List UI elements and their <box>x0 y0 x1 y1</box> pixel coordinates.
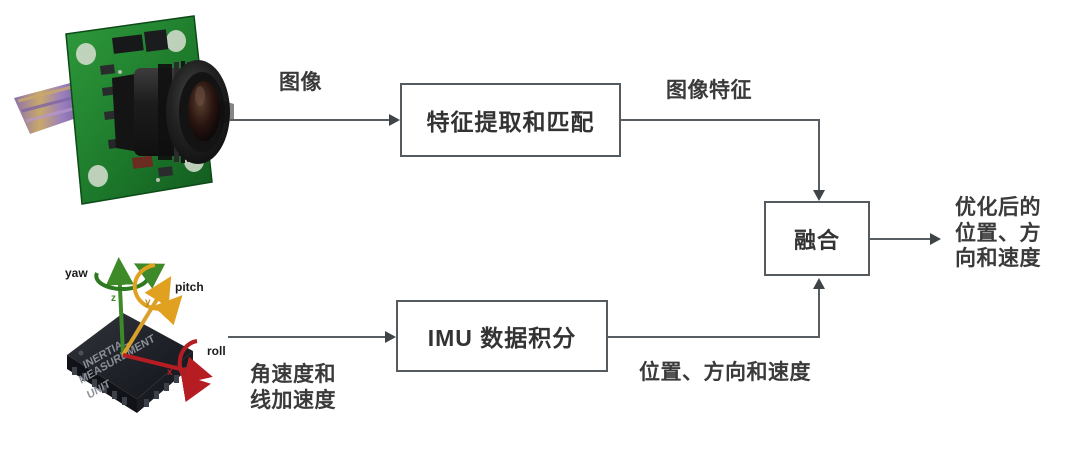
edge-imu-sensor-to-box <box>228 336 386 338</box>
edge-feature-to-fusion-arrowhead <box>813 190 825 201</box>
imu-pitch-label: pitch <box>175 280 204 294</box>
edge-fusion-output-arrowhead <box>930 233 941 245</box>
edge-feature-to-fusion-vertical <box>818 119 820 193</box>
camera-ribbon-cable <box>14 82 88 134</box>
edge-fusion-output <box>870 238 932 240</box>
imu-z-label: z <box>111 293 116 304</box>
edge-camera-to-feature <box>230 119 390 121</box>
imu-y-label: y <box>145 297 151 308</box>
imu-axis-arrows <box>94 257 213 403</box>
edge-imu-sensor-to-box-arrowhead <box>385 331 396 343</box>
edge-camera-to-feature-arrowhead <box>389 114 400 126</box>
imu-chip-photo: INERTIAL MEASUREMENT UNIT yaw pitch roll… <box>65 257 226 413</box>
edge-feature-to-fusion-horizontal <box>621 119 820 121</box>
feature-extraction-box[interactable]: 特征提取和匹配 <box>400 83 621 157</box>
edge-label-image-features: 图像特征 <box>666 79 752 102</box>
imu-roll-label: roll <box>207 344 226 358</box>
edge-label-angular-linear: 角速度和 线加速度 <box>250 363 336 412</box>
edge-imu-to-fusion-arrowhead <box>813 278 825 289</box>
edge-label-pose-velocity: 位置、方向和速度 <box>639 361 811 384</box>
edge-label-image: 图像 <box>279 71 322 94</box>
edge-imu-to-fusion-vertical <box>818 286 820 336</box>
imu-integration-box[interactable]: IMU 数据积分 <box>396 300 608 372</box>
edge-imu-to-fusion-horizontal <box>608 336 820 338</box>
fusion-box[interactable]: 融合 <box>764 201 870 276</box>
imu-yaw-label: yaw <box>65 266 88 280</box>
imu-chip-body: INERTIAL MEASUREMENT UNIT <box>67 313 193 413</box>
imu-x-label: x <box>167 367 173 378</box>
output-label-optimized-state: 优化后的 位置、方 向和速度 <box>955 196 1041 271</box>
camera-module-photo <box>14 15 234 205</box>
camera-lens <box>112 60 234 164</box>
